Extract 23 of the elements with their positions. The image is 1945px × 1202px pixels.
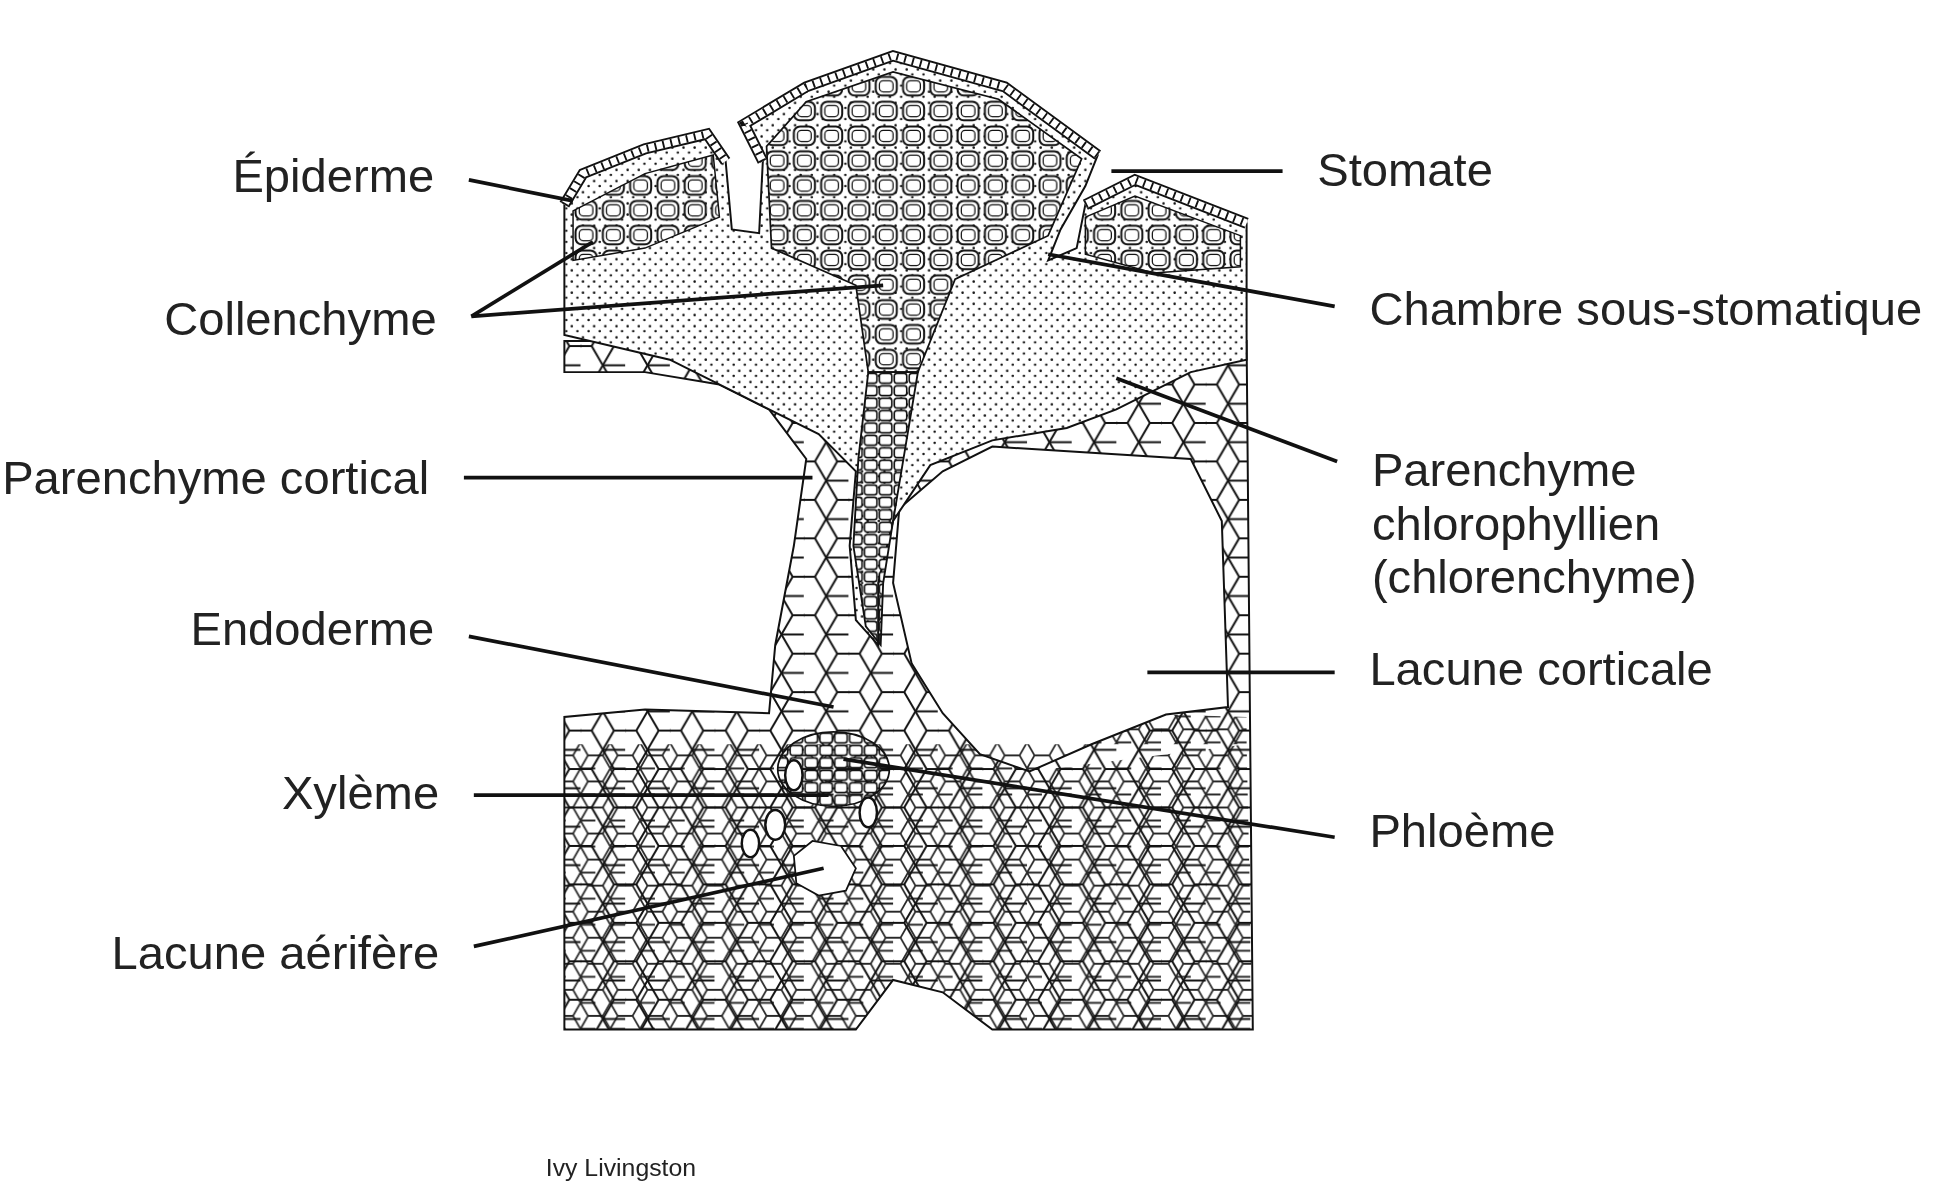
leader-line: [468, 634, 834, 709]
structure-label: Lacune corticale: [1369, 642, 1713, 696]
leader-line: [473, 866, 825, 949]
structure-label: Lacune aérifère: [111, 926, 440, 980]
structure-label: Épiderme: [232, 150, 435, 204]
structure-label: Parenchyme cortical: [2, 451, 430, 505]
structure-label: Chambre sous-stomatique: [1369, 282, 1923, 337]
leader-line: [471, 283, 884, 319]
leader-line: [463, 475, 813, 480]
leader-line: [843, 757, 1335, 840]
credit-text: Ivy Livingston: [545, 1153, 697, 1183]
leader-line: [1047, 252, 1335, 309]
structure-label: Endoderme: [190, 602, 435, 657]
structure-label: Xylème: [281, 766, 440, 820]
leader-line: [468, 178, 574, 203]
structure-label: Phloème: [1369, 805, 1556, 859]
structure-label: Stomate: [1317, 143, 1493, 198]
leader-line: [473, 793, 829, 797]
leader-line: [1115, 376, 1338, 464]
leader-line: [1147, 670, 1335, 675]
structure-label: Collenchyme: [164, 292, 437, 347]
structure-label: Parenchyme chlorophyllien (chlorenchyme): [1371, 444, 1937, 605]
leader-line: [1111, 169, 1283, 174]
